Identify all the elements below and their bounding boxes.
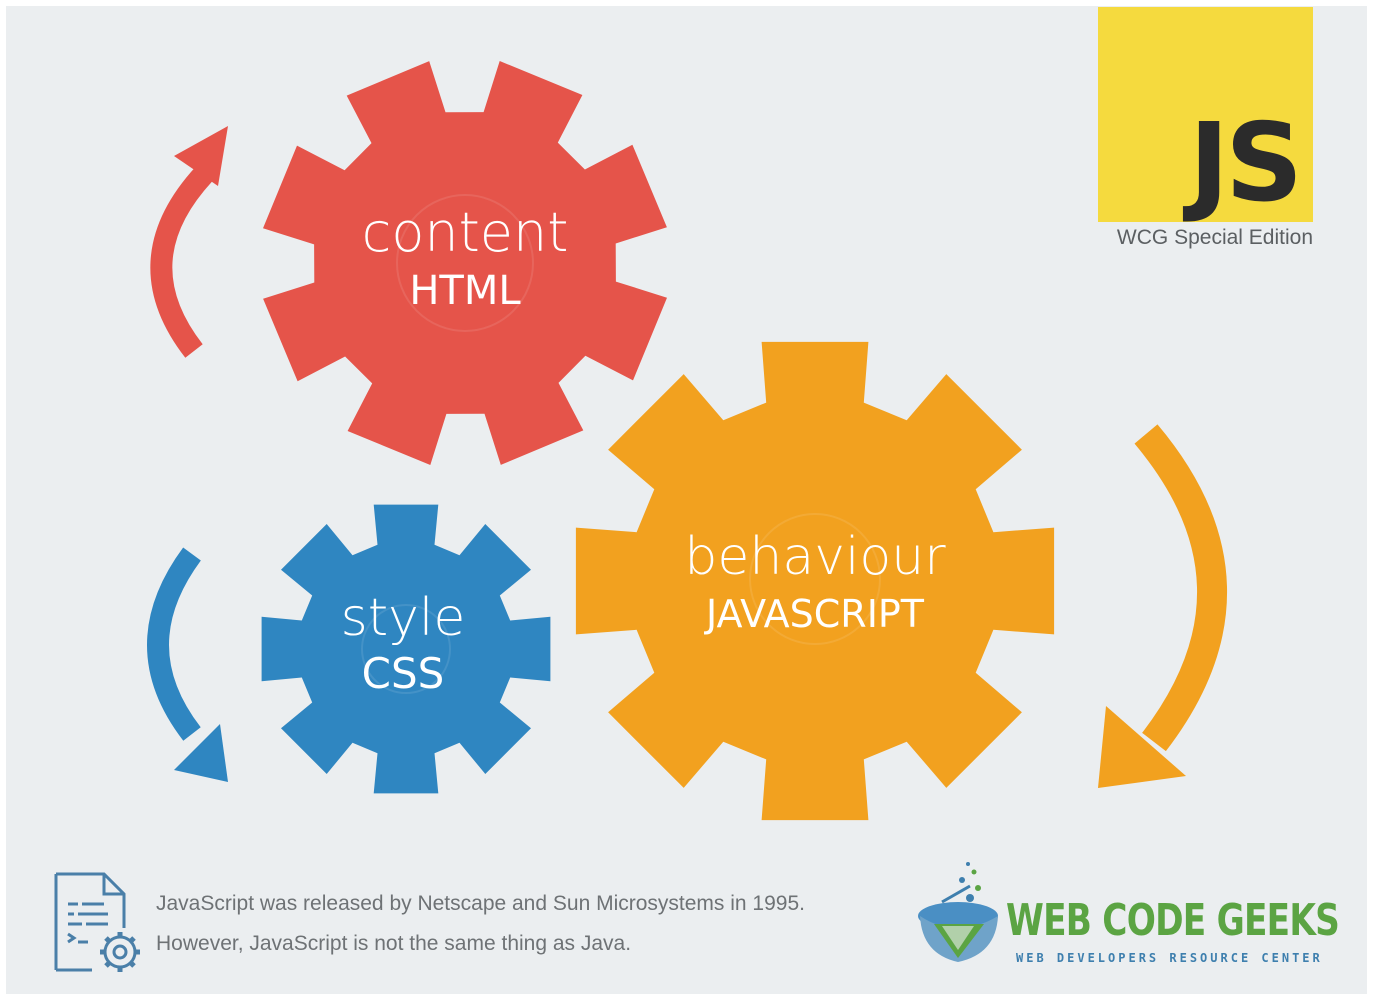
blue-cycle-arrow-icon [147, 547, 228, 782]
js-gear-label: behaviour JAVASCRIPT [635, 527, 995, 641]
css-gear [261, 504, 551, 794]
css-gear-tech: CSS [361, 649, 445, 698]
html-gear [263, 61, 667, 465]
history-note-line-2: However, JavaScript is not the same thin… [156, 932, 632, 955]
css-gear-word: style [340, 588, 466, 648]
gears-illustration [147, 61, 1227, 821]
edition-label: WCG Special Edition [1116, 226, 1313, 249]
red-cycle-arrow-icon [150, 126, 228, 358]
orange-cycle-arrow-icon [1098, 424, 1227, 788]
wcg-tagline: WEB DEVELOPERS RESOURCE CENTER [1016, 951, 1323, 965]
html-gear-tech: HTML [409, 268, 521, 314]
history-note-line-1: JavaScript was released by Netscape and … [156, 892, 805, 915]
js-gear [575, 341, 1055, 821]
js-logo-badge: JS [1098, 7, 1313, 222]
infographic-canvas: content HTML style CSS behaviour JAVASCR… [6, 6, 1367, 994]
js-gear-tech: JAVASCRIPT [705, 592, 925, 636]
history-note: JavaScript was released by Netscape and … [156, 884, 805, 964]
document-settings-icon [54, 872, 140, 972]
css-gear-label: style CSS [306, 588, 500, 700]
wcg-brand-name: WEB CODE GEEKS [1006, 895, 1340, 946]
js-logo-text: JS [1189, 101, 1303, 226]
wcg-logo-icon [918, 862, 998, 962]
html-gear-word: content [361, 201, 569, 264]
html-gear-label: content HTML [325, 202, 605, 318]
js-gear-word: behaviour [684, 527, 946, 587]
